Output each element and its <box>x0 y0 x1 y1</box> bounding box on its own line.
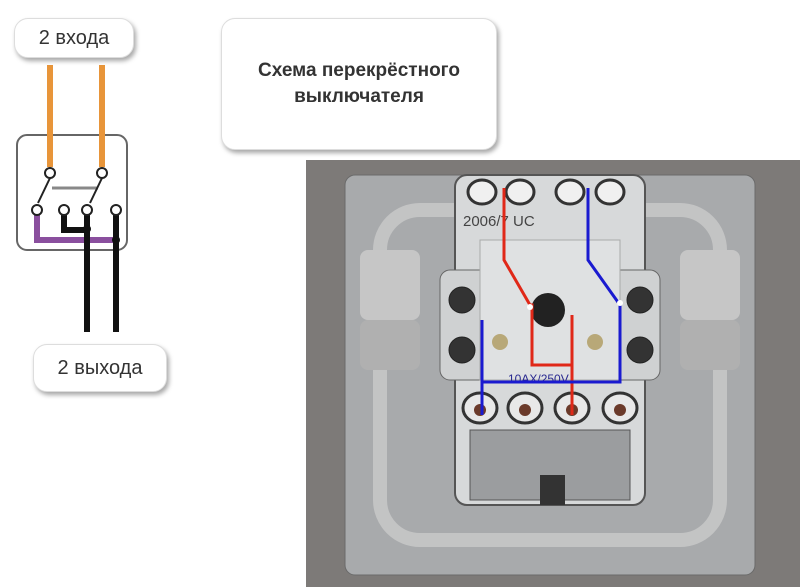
switch-contact-1 <box>37 177 51 204</box>
top-terminals <box>466 178 626 206</box>
terminal-out-3 <box>81 204 93 216</box>
terminal-out-4 <box>110 204 122 216</box>
model-marking: 2006/7 UC <box>463 213 535 230</box>
terminal-in-1 <box>44 167 56 179</box>
outputs-label: 2 выхода <box>33 344 167 392</box>
rating-marking: 10AX/250V <box>508 372 569 386</box>
schematic <box>16 65 128 332</box>
center-hole <box>531 293 565 327</box>
terminal-in-2 <box>96 167 108 179</box>
inputs-label: 2 входа <box>14 18 134 58</box>
terminal-out-1 <box>31 204 43 216</box>
blue-wire <box>480 188 622 415</box>
switch-contact-2 <box>89 177 103 204</box>
terminal-out-2 <box>58 204 70 216</box>
cross-jumper <box>61 215 90 233</box>
diagram-title: Схема перекрёстного выключателя <box>221 18 497 150</box>
bottom-terminals <box>461 391 639 425</box>
jumper-wire <box>34 215 118 243</box>
switch-photo: 2006/7 UC 10AX/250V <box>306 160 800 587</box>
